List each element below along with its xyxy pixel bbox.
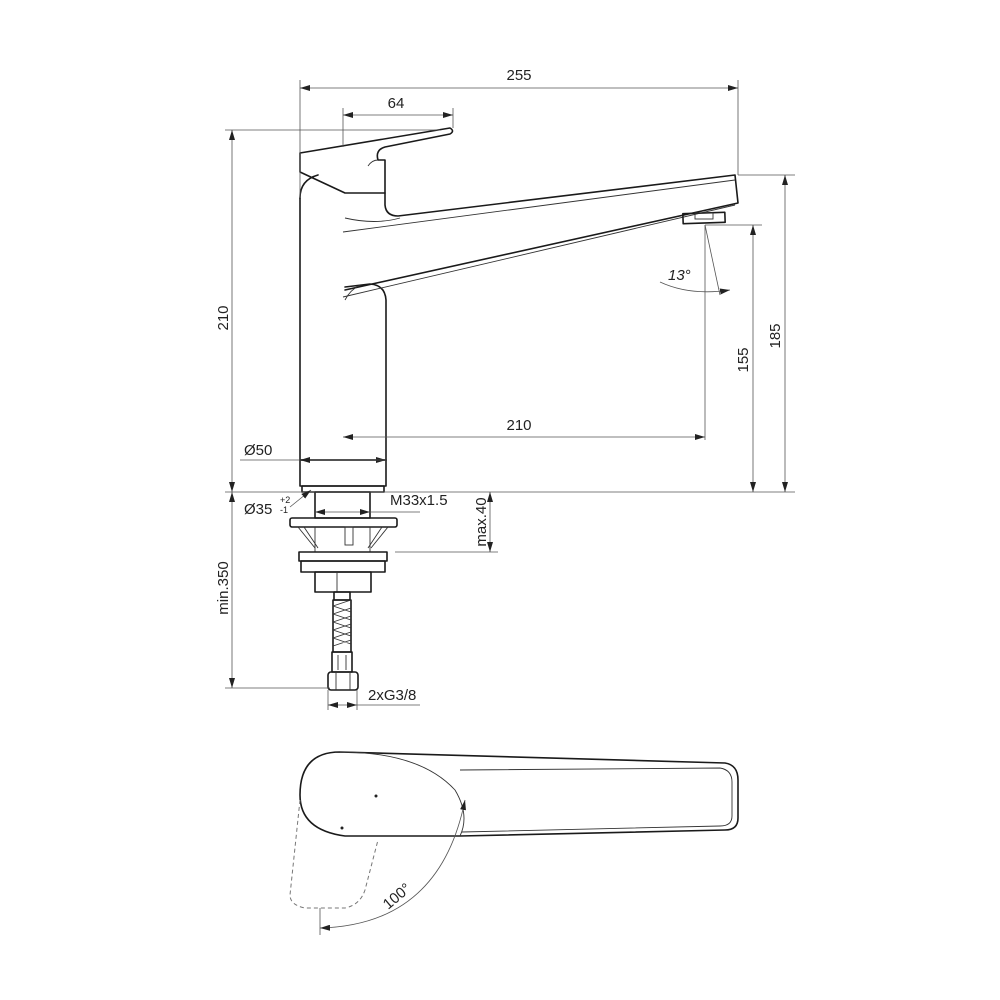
hex-nut (327, 671, 359, 691)
hose-ferrule (331, 651, 353, 673)
faucet-base (299, 459, 387, 487)
mounting-bracket-struts (297, 526, 389, 549)
dim-thread: M33x1.5 (390, 492, 448, 509)
dim-max-deck: max.40 (473, 497, 490, 546)
lever-detail-line (367, 159, 379, 167)
faucet-body (299, 197, 387, 461)
aerator (682, 211, 726, 225)
threaded-shank (314, 491, 371, 519)
dim-spout-height-aerator: 155 (735, 347, 752, 372)
spout-lower-edge-line (342, 204, 736, 298)
dim-aerator-angle: 13° (668, 267, 691, 284)
mounting-bracket-center (344, 526, 354, 546)
fixing-nut-top (298, 551, 388, 562)
dim-lever-length: 64 (388, 95, 405, 112)
spout-joint-curve (344, 284, 361, 301)
braided-hose (332, 599, 352, 653)
spout (344, 174, 739, 291)
hose-collar (333, 591, 351, 601)
top-view-spout-inner-edge (459, 767, 733, 833)
leader-hole-diameter (289, 489, 312, 508)
dim-body-diameter: Ø50 (244, 442, 272, 459)
dim-overall-width: 255 (506, 67, 531, 84)
spout-upper-edge-line (342, 179, 736, 233)
hose-braid-pattern (332, 599, 352, 647)
dim-connection: 2xG3/8 (368, 687, 416, 704)
mounting-assembly (289, 491, 398, 691)
fixing-nut-bottom (300, 560, 386, 573)
aerator-insert (694, 212, 714, 220)
lever-rotated-outline (289, 799, 379, 909)
swivel-angle-arc (319, 799, 466, 931)
top-view-lever-edge (339, 751, 465, 837)
dim-spout-reach: 210 (506, 417, 531, 434)
faucet-side-view (299, 127, 739, 493)
lever (299, 127, 454, 194)
faucet-top-view (289, 751, 739, 935)
spout-detail-line (344, 217, 401, 222)
shank-lower (314, 571, 372, 593)
top-view-outline (299, 751, 739, 837)
dimension-lines (225, 80, 795, 710)
aerator-angle-arc (659, 281, 731, 295)
pivot-point (374, 794, 378, 798)
lever-tip-point (340, 826, 344, 830)
base-ring (301, 485, 385, 493)
dim-spout-height-top: 185 (767, 323, 784, 348)
dim-hole-tol-plus: +2 (280, 495, 290, 505)
dim-hole-tol-minus: -1 (280, 505, 288, 515)
dim-min-hose: min.350 (215, 561, 232, 614)
mounting-plate (289, 517, 398, 528)
dim-total-height: 210 (215, 305, 232, 330)
aerator-angle-line (704, 224, 721, 296)
dim-hole-diameter: Ø35 (244, 501, 272, 518)
